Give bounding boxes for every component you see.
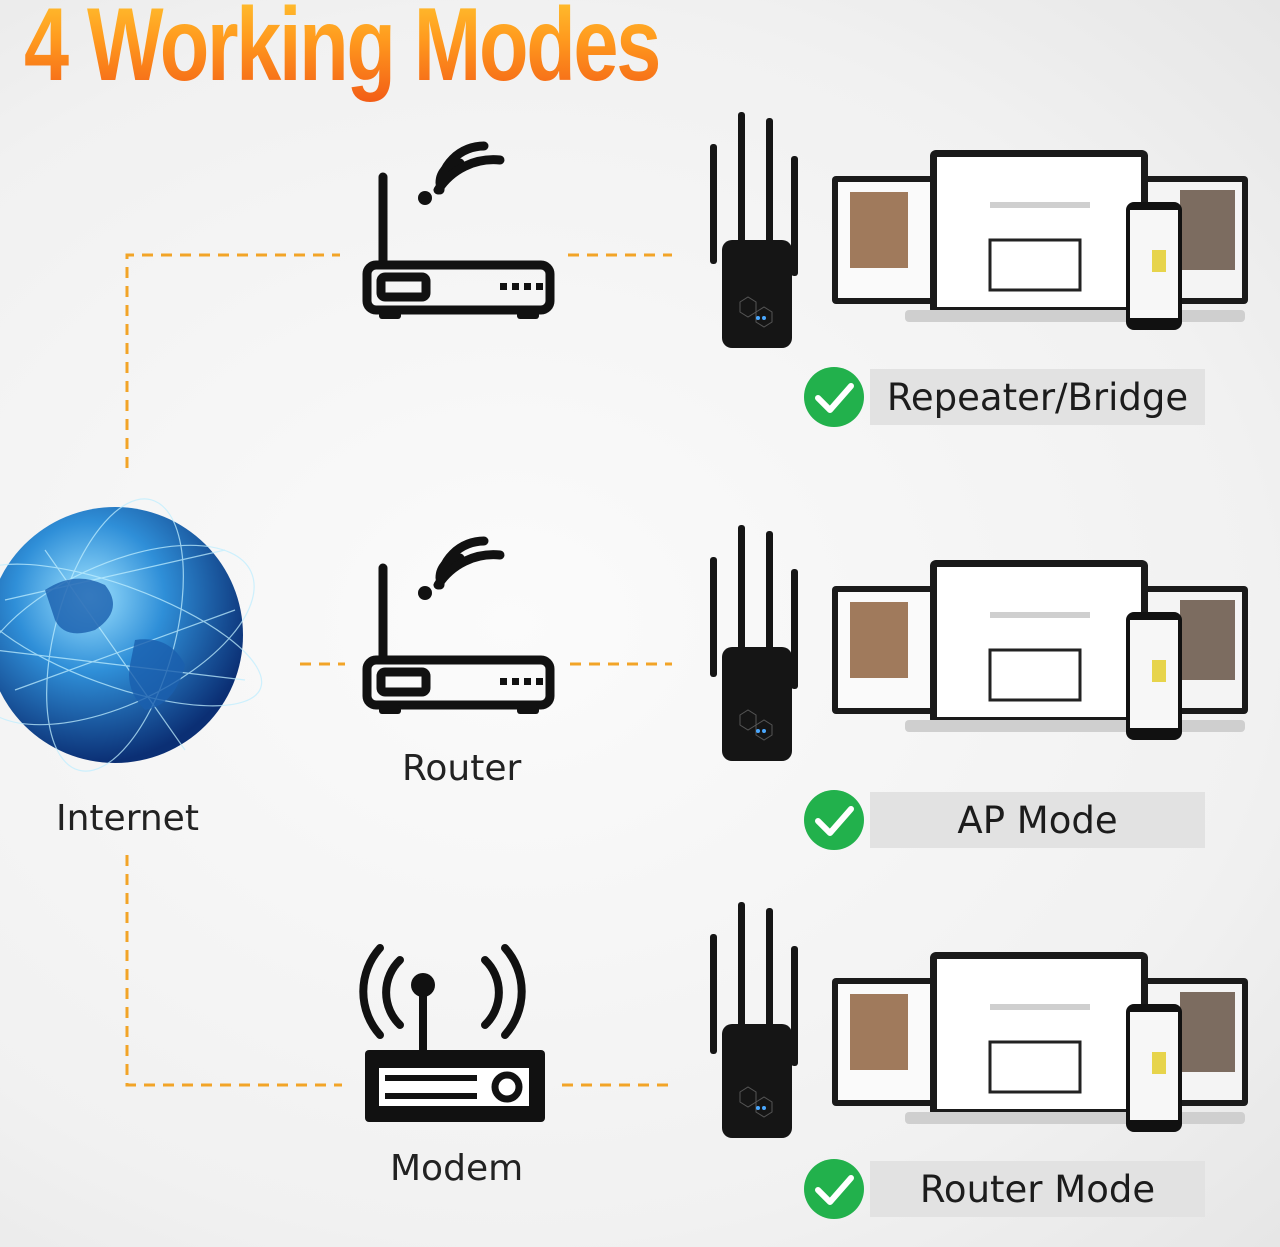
wifi-router-icon bbox=[355, 125, 565, 325]
wifi-router-icon bbox=[355, 520, 565, 720]
laptop-tablet-phone-icon bbox=[830, 150, 1250, 335]
check-icon bbox=[803, 1158, 865, 1220]
page-title: 4 Working Modes bbox=[24, 0, 661, 105]
check-icon bbox=[803, 789, 865, 851]
modem-label: Modem bbox=[390, 1148, 524, 1189]
modem-icon bbox=[355, 940, 555, 1130]
extender-icon bbox=[700, 112, 810, 352]
extender-icon bbox=[700, 902, 810, 1142]
connector-internet-to-router-top bbox=[125, 253, 340, 468]
check-icon bbox=[803, 366, 865, 428]
internet-label: Internet bbox=[56, 798, 199, 839]
mode-repeater-bridge: Repeater/Bridge bbox=[870, 369, 1205, 425]
mode-router: Router Mode bbox=[870, 1161, 1205, 1217]
mode-ap: AP Mode bbox=[870, 792, 1205, 848]
laptop-tablet-phone-icon bbox=[830, 560, 1250, 745]
connector-internet-to-modem bbox=[125, 855, 342, 1087]
extender-icon bbox=[700, 525, 810, 765]
globe-icon bbox=[0, 490, 275, 780]
laptop-tablet-phone-icon bbox=[830, 952, 1250, 1137]
router-label: Router bbox=[402, 748, 522, 789]
